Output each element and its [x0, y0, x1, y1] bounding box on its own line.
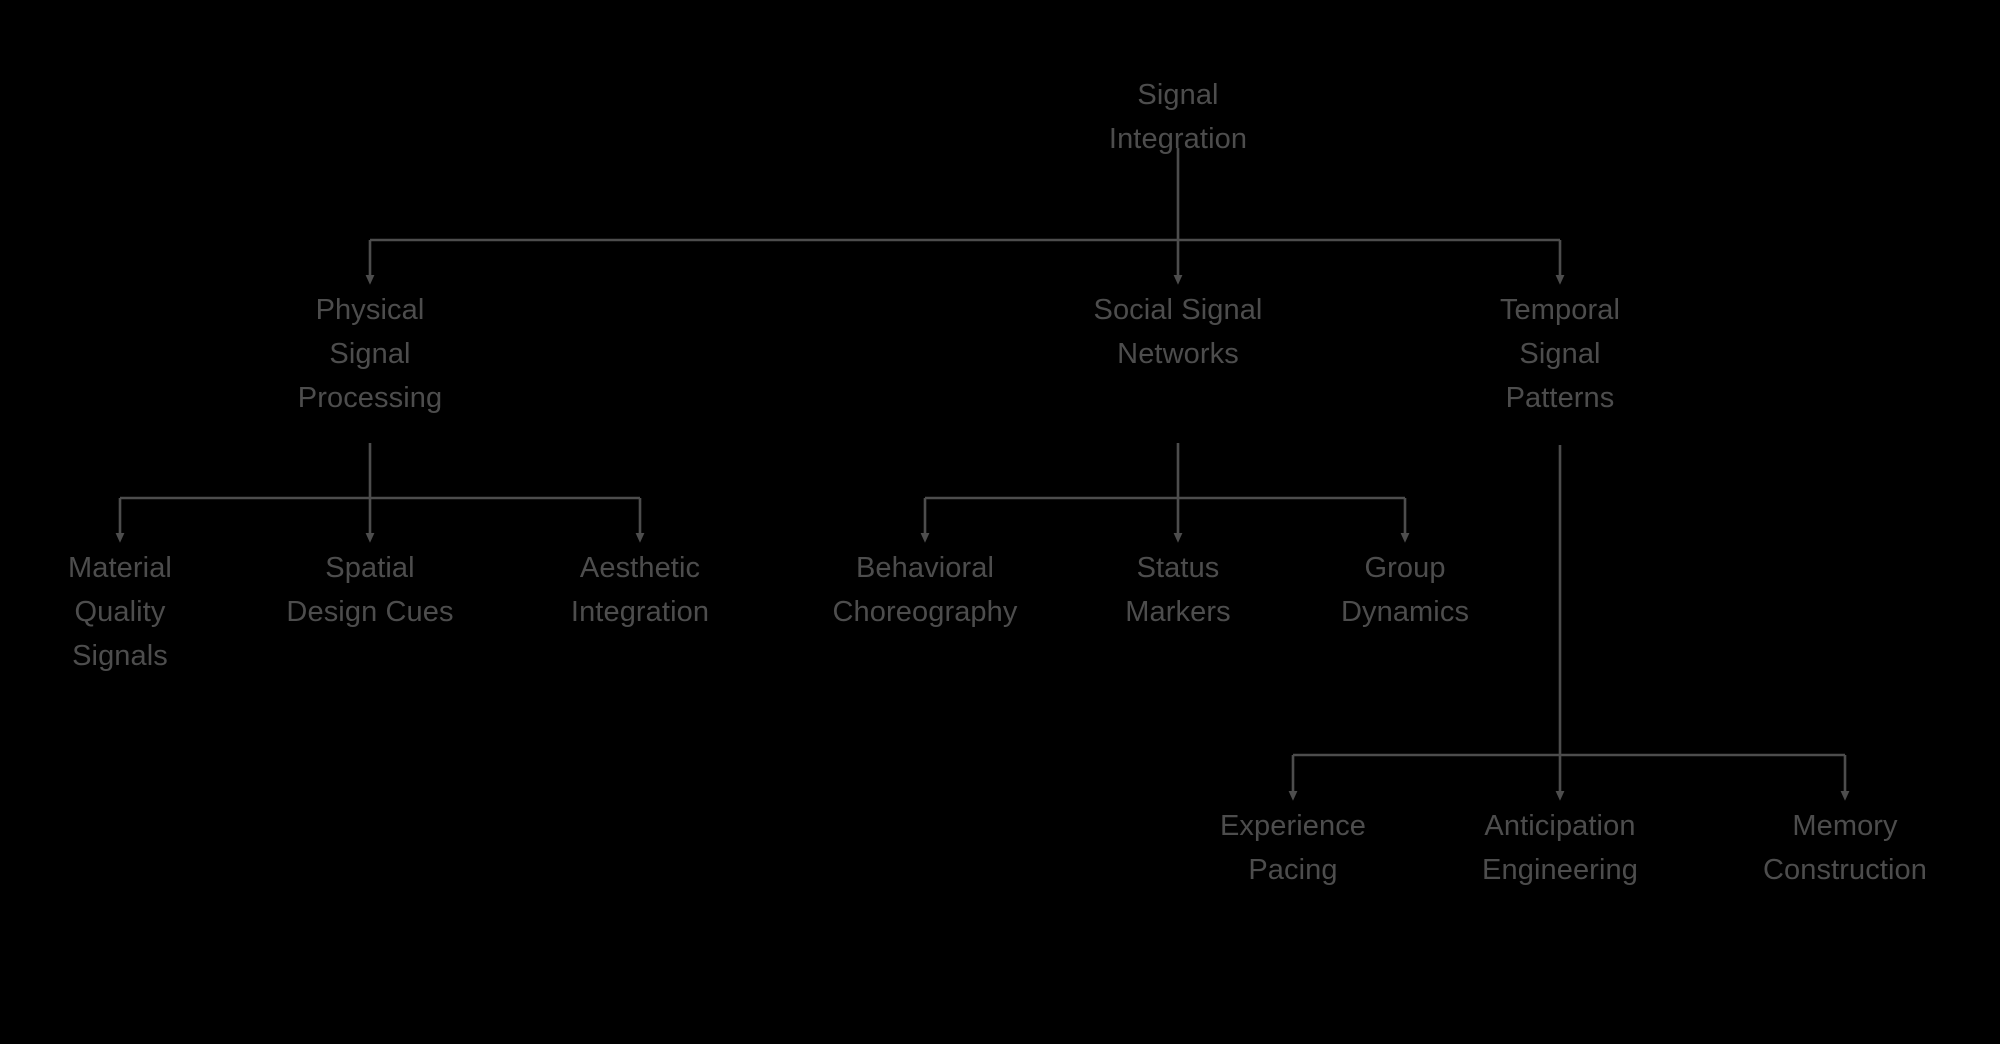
edges-temporal-to-children	[1288, 445, 1850, 801]
node-material-quality-signals[interactable]: Material Quality Signals	[68, 552, 172, 672]
node-social-signal-networks[interactable]: Social Signal Networks	[1093, 294, 1263, 370]
node-experience-pacing[interactable]: Experience Pacing	[1219, 810, 1367, 886]
node-anticipation-engineering[interactable]: Anticipation Engineering	[1482, 810, 1638, 886]
edges-physical-to-children	[115, 443, 645, 543]
node-signal-integration[interactable]: Signal Integration	[1108, 79, 1248, 155]
node-status-markers[interactable]: Status Markers	[1125, 552, 1231, 628]
node-memory-construction[interactable]: Memory Construction	[1763, 810, 1927, 886]
node-temporal-signal-patterns[interactable]: Temporal Signal Patterns	[1499, 294, 1621, 414]
node-spatial-design-cues[interactable]: Spatial Design Cues	[286, 552, 454, 628]
node-aesthetic-integration[interactable]: Aesthetic Integration	[570, 552, 710, 628]
edges-social-to-children	[920, 443, 1410, 543]
edges-root-to-level1	[365, 148, 1565, 285]
node-physical-signal-processing[interactable]: Physical Signal Processing	[297, 294, 443, 414]
node-behavioral-choreography[interactable]: Behavioral Choreography	[832, 552, 1018, 628]
node-group-dynamics[interactable]: Group Dynamics	[1340, 552, 1470, 628]
